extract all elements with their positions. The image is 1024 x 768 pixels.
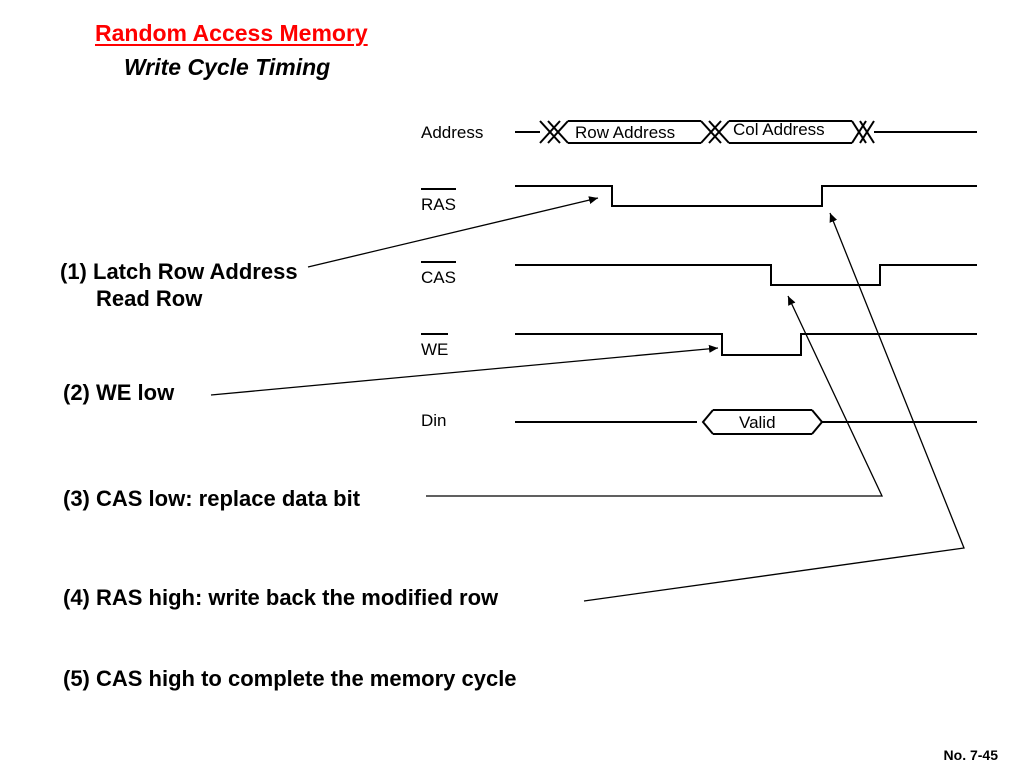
arrow-step1 (307, 196, 599, 268)
we-waveform (515, 333, 977, 356)
step-4-text: (4) RAS high: write back the modified ro… (63, 585, 499, 610)
page-number: No. 7-45 (943, 747, 998, 763)
cas-waveform (515, 264, 977, 286)
step-2-text: (2) WE low (63, 380, 175, 405)
cas-signal-label: CAS (421, 261, 456, 288)
slide-subtitle: Write Cycle Timing (124, 54, 331, 80)
step-5-text: (5) CAS high to complete the memory cycl… (63, 666, 517, 691)
din-waveform (515, 409, 977, 435)
step-3-text: (3) CAS low: replace data bit (63, 486, 361, 511)
col-address-label: Col Address (733, 120, 825, 139)
row-address-label: Row Address (575, 123, 676, 142)
step-1-line-1: (1) Latch Row Address (60, 259, 298, 284)
arrow-step3 (426, 295, 884, 497)
arrow-step4 (583, 212, 965, 602)
step-1-text: (1) Latch Row Address Read Row (60, 258, 298, 312)
ras-waveform (515, 185, 977, 207)
din-valid-label: Valid (739, 413, 776, 432)
step-1-line-2: Read Row (96, 286, 203, 311)
address-waveform (515, 120, 977, 144)
din-signal-label: Din (421, 411, 447, 430)
we-signal-label: WE (421, 333, 449, 360)
arrow-step2 (210, 344, 719, 396)
slide-title: Random Access Memory (95, 20, 368, 46)
address-signal-label: Address (421, 123, 484, 142)
ras-signal-label: RAS (421, 188, 456, 215)
